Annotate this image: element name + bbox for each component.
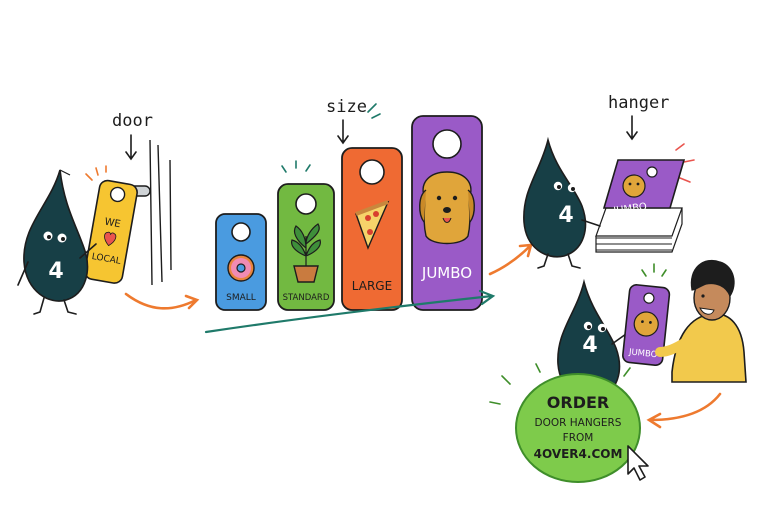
hanger-large-label: LARGE: [352, 279, 392, 293]
size-label-arrow: [337, 119, 349, 145]
sparkle-icon: [675, 143, 695, 183]
order-cta: ORDER DOOR HANGERS FROM 4OVER4.COM: [489, 363, 649, 483]
sparkle-icon: [281, 160, 311, 173]
door-sign-hanger: WE LOCAL: [84, 179, 138, 284]
sparkle-icon: [641, 263, 667, 277]
door-label: door: [112, 111, 153, 131]
door-frame: [149, 139, 172, 286]
golden-retriever-icon: [622, 174, 646, 198]
cta-line3: FROM: [563, 432, 594, 444]
arrow-to-order: [646, 392, 722, 429]
mascot-drop-1: 4: [17, 169, 97, 315]
size-lineup: size SMALL STANDARD: [204, 97, 496, 334]
hanger-standard: STANDARD: [277, 183, 335, 311]
heart-icon: [104, 231, 117, 247]
card-stack: JUMBO: [595, 159, 686, 253]
cursor-pointer-icon: [627, 445, 649, 481]
golden-retriever-icon: [633, 311, 659, 337]
golden-retriever-icon: [419, 171, 475, 245]
sparkle-icon: [489, 363, 631, 405]
potted-plant-icon: [291, 223, 321, 283]
cta-line4: 4OVER4.COM: [534, 447, 623, 461]
mascot-2-digit: 4: [558, 203, 573, 228]
customer-person: [655, 259, 747, 383]
size-label: size: [326, 97, 367, 117]
hanger-standard-label: STANDARD: [283, 293, 330, 303]
mascot-drop-3: 4: [557, 278, 627, 400]
mascot-drop-2: 4: [523, 136, 601, 269]
stack-label: JUMBO: [612, 201, 648, 217]
handoff-card: JUMBO: [622, 284, 671, 366]
door-label-arrow: [125, 134, 137, 161]
hanger-small-label: SMALL: [226, 293, 256, 303]
arrow-to-sizes: [124, 292, 200, 310]
hanger-stack-scene: hanger JUMBO 4: [523, 93, 695, 269]
sparkle-icon: [367, 103, 381, 119]
cta-line1: ORDER: [547, 393, 609, 412]
door-sign-line1: WE: [104, 217, 122, 231]
door-sign-line2: LOCAL: [91, 252, 122, 267]
cta-line2: DOOR HANGERS: [535, 417, 622, 429]
hanger-large: LARGE: [341, 147, 403, 311]
handoff-scene: 4 JUMBO: [557, 259, 747, 400]
hanger-label: hanger: [608, 93, 669, 113]
order-cta-circle[interactable]: [515, 373, 641, 483]
sparkle-icon: [85, 165, 107, 181]
door-scene: door WE LOCAL 4: [17, 111, 172, 315]
donut-icon: [227, 254, 255, 282]
hanger-label-arrow: [626, 115, 638, 141]
mascot-1-digit: 4: [48, 259, 63, 284]
mascot-3-digit: 4: [582, 333, 597, 358]
hanger-jumbo: JUMBO: [411, 115, 483, 311]
hanger-small: SMALL: [215, 213, 267, 311]
arrow-to-stack: [488, 243, 533, 276]
hanger-jumbo-label: JUMBO: [421, 264, 472, 282]
arrow-growth: [204, 289, 496, 334]
pizza-slice-icon: [355, 200, 390, 250]
handoff-card-label: JUMBO: [627, 347, 658, 360]
